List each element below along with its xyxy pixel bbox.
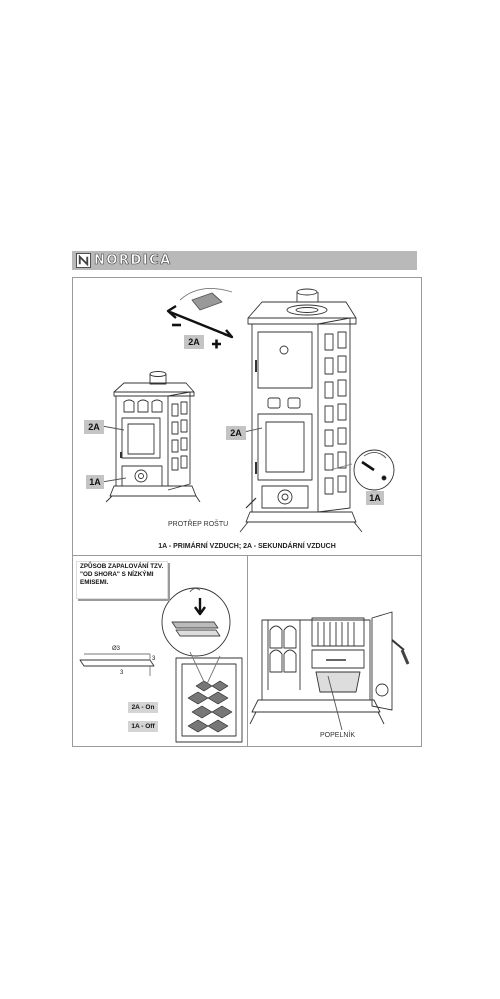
lighting-method-drawing [79, 587, 243, 743]
ash-pan-label: POPELNÍK [320, 732, 356, 739]
ash-pan-drawing [249, 611, 410, 731]
dimension-3b: 3 [152, 656, 156, 662]
secondary-air-on-tag: 2A - On [128, 702, 158, 713]
secondary-air-tag-top: 2A [184, 335, 204, 349]
air-lever-detail [166, 287, 234, 349]
small-stove-drawing [105, 371, 201, 503]
dimension-diameter: Ø3 [112, 646, 121, 652]
primary-air-tag-small: 1A [86, 475, 104, 489]
brand-logo-icon [76, 253, 91, 268]
header-bar: NORDICA [72, 251, 417, 270]
primary-air-off-tag: 1A - Off [128, 721, 158, 732]
grate-shaker-label: PROTŘEP ROŠTU [168, 521, 229, 528]
air-caption: 1A - PRIMÁRNÍ VZDUCH; 2A - SEKUNDÁRNÍ VZ… [158, 543, 336, 550]
secondary-air-tag-tall: 2A [226, 426, 246, 440]
primary-air-detail [329, 449, 395, 491]
lighting-method-box [76, 561, 168, 599]
primary-air-tag-tall: 1A [366, 491, 384, 505]
vertical-divider [247, 555, 248, 747]
tall-stove-drawing [239, 288, 363, 533]
dimension-3a: 3 [120, 670, 124, 676]
secondary-air-tag-small: 2A [84, 420, 104, 434]
brand-logo: NORDICA [76, 252, 172, 269]
lighting-method-title: ZPŮSOB ZAPALOVÁNÍ TZV. "OD SHORA" S NÍZK… [80, 563, 164, 586]
brand-name: NORDICA [94, 253, 172, 269]
